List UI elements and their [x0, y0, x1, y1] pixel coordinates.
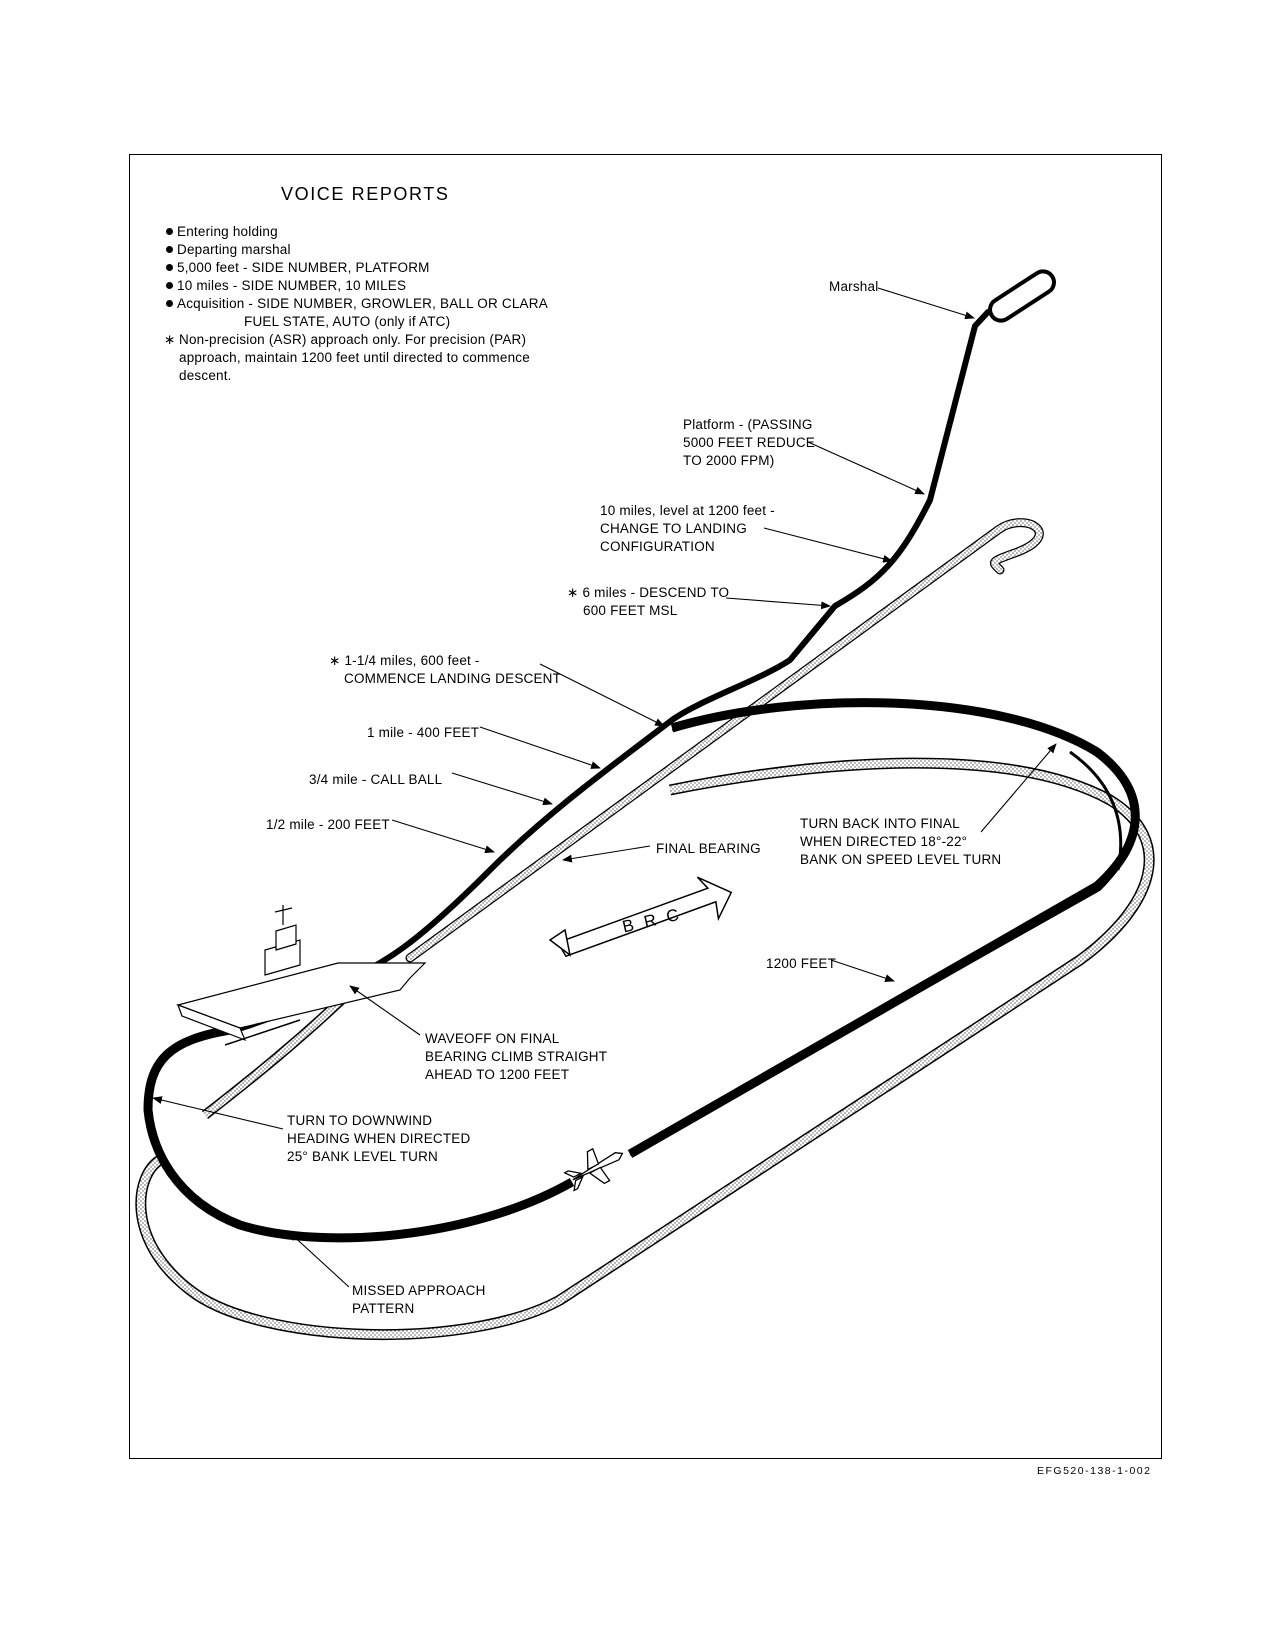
ten-miles-label: CHANGE TO LANDING	[600, 521, 747, 536]
voice-report-text: Departing marshal	[177, 242, 291, 257]
diagram-frame	[129, 154, 1162, 1459]
bullet-icon	[166, 246, 173, 253]
waveoff-label: AHEAD TO 1200 FEET	[425, 1067, 570, 1082]
voice-report-item: 5,000 feet - SIDE NUMBER, PLATFORM	[166, 259, 430, 277]
voice-report-continuation: FUEL STATE, AUTO (only if ATC)	[244, 314, 451, 329]
turn-back-label: BANK ON SPEED LEVEL TURN	[800, 852, 1002, 867]
voice-report-text: 5,000 feet - SIDE NUMBER, PLATFORM	[177, 260, 430, 275]
feet-1200-label: 1200 FEET	[766, 956, 837, 971]
voice-reports-title: VOICE REPORTS	[281, 184, 450, 204]
six-miles-label: 600 FEET MSL	[583, 603, 678, 618]
approach-track	[327, 269, 1056, 988]
missed-approach-label: MISSED APPROACH	[352, 1283, 486, 1298]
waveoff-label: WAVEOFF ON FINAL	[425, 1031, 560, 1046]
missed-approach-pattern	[135, 518, 1155, 1341]
one-quarter-mile-label: COMMENCE LANDING DESCENT	[344, 671, 562, 686]
footnote-line: Non-precision (ASR) approach only. For p…	[179, 332, 527, 347]
voice-report-text: 10 miles - SIDE NUMBER, 10 MILES	[177, 278, 407, 293]
missed-approach-label: PATTERN	[352, 1301, 415, 1316]
aircraft-icon	[563, 1147, 624, 1192]
one-mile-label: 1 mile - 400 FEET	[367, 725, 480, 740]
voice-report-item: Departing marshal	[166, 241, 291, 259]
voice-report-item: Acquisition - SIDE NUMBER, GROWLER, BALL…	[166, 295, 548, 313]
carrier-icon	[176, 905, 427, 1046]
ten-miles-label: 10 miles, level at 1200 feet -	[600, 503, 775, 518]
ten-miles-label: CONFIGURATION	[600, 539, 715, 554]
waveoff-label: BEARING CLIMB STRAIGHT	[425, 1049, 608, 1064]
voice-report-text: Entering holding	[177, 224, 278, 239]
turn-downwind-label: TURN TO DOWNWIND	[287, 1113, 433, 1128]
upwind-downwind-leg	[627, 698, 1140, 1158]
turn-downwind-label: HEADING WHEN DIRECTED	[287, 1131, 471, 1146]
turn-downwind-label: 25° BANK LEVEL TURN	[287, 1149, 439, 1164]
platform-label: TO 2000 FPM)	[683, 453, 775, 468]
platform-label: 5000 FEET REDUCE	[683, 435, 815, 450]
footnote-line: descent.	[179, 368, 232, 383]
bullet-icon	[166, 282, 173, 289]
three-quarter-mile-label: 3/4 mile - CALL BALL	[309, 772, 443, 787]
figure-id: EFG520-138-1-002	[1037, 1465, 1152, 1477]
leader-lines	[152, 287, 1057, 1288]
turn-back-label: WHEN DIRECTED 18°-22°	[800, 834, 968, 849]
marshal-label: Marshal	[829, 279, 879, 294]
voice-report-item: Entering holding	[166, 223, 278, 241]
marshal-holding-pattern	[988, 269, 1056, 323]
half-mile-label: 1/2 mile - 200 FEET	[266, 817, 390, 832]
bullet-icon	[166, 300, 173, 307]
platform-label: Platform - (PASSING	[683, 417, 813, 432]
bullet-icon	[166, 228, 173, 235]
one-quarter-mile-label: ∗ 1-1/4 miles, 600 feet -	[329, 653, 480, 668]
descent-path	[327, 309, 991, 988]
footnote-line: approach, maintain 1200 feet until direc…	[179, 350, 530, 365]
brc-arrow	[548, 876, 733, 958]
voice-report-item: 10 miles - SIDE NUMBER, 10 MILES	[166, 277, 406, 295]
six-miles-label: ∗ 6 miles - DESCEND TO	[567, 585, 730, 600]
voice-report-text: Acquisition - SIDE NUMBER, GROWLER, BALL…	[177, 296, 548, 311]
bullet-icon	[166, 264, 173, 271]
turn-back-label: TURN BACK INTO FINAL	[800, 816, 960, 831]
final-bearing-label: FINAL BEARING	[656, 841, 761, 856]
footnote-symbol: ∗	[164, 332, 176, 347]
